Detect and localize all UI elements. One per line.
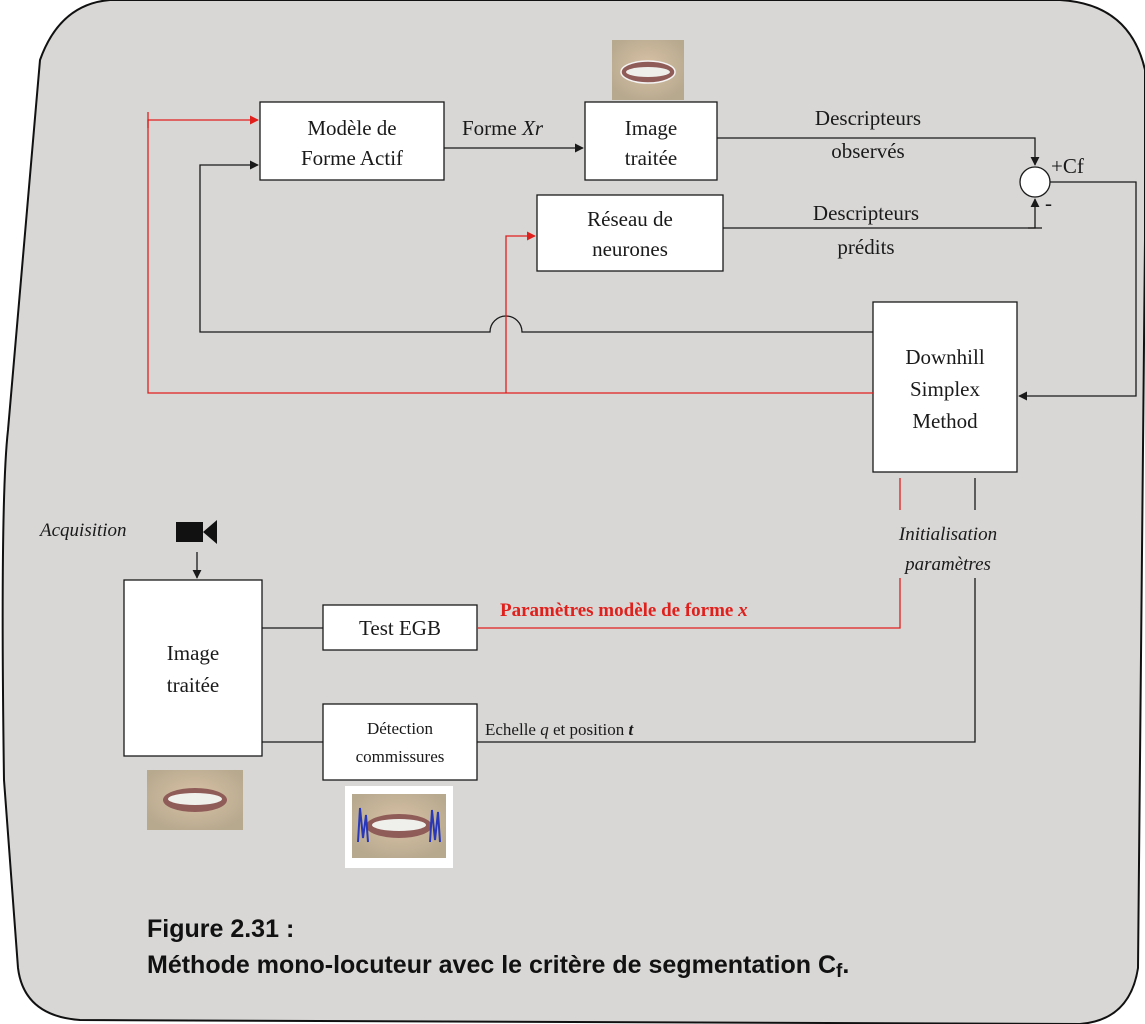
svg-text:Détection: Détection bbox=[367, 719, 434, 738]
svg-text:Réseau de: Réseau de bbox=[587, 207, 673, 231]
svg-text:neurones: neurones bbox=[592, 237, 668, 261]
label-descripteurs-observes: Descripteurs bbox=[815, 106, 921, 130]
svg-text:Image: Image bbox=[625, 116, 677, 140]
arrow-descripteurs-observes bbox=[717, 137, 1040, 166]
svg-text:Test EGB: Test EGB bbox=[359, 616, 441, 640]
label-echelle-position: Echelle q et position t bbox=[485, 720, 635, 739]
arrow-red-to-modele bbox=[147, 115, 873, 394]
mouth-photo-icon bbox=[147, 770, 243, 830]
svg-text:Image: Image bbox=[167, 641, 219, 665]
label-minus: - bbox=[1045, 191, 1052, 215]
label-descripteurs-predits: Descripteurs bbox=[813, 201, 919, 225]
figure-caption-text: Méthode mono-locuteur avec le critère de… bbox=[147, 951, 849, 982]
label-plus-cf: +Cf bbox=[1051, 154, 1084, 178]
svg-text:Downhill: Downhill bbox=[905, 345, 985, 369]
box-image-traitee-top: Image traitée bbox=[584, 101, 718, 181]
red-wire-parametres bbox=[477, 578, 901, 629]
figure-caption-title: Figure 2.31 : bbox=[147, 915, 294, 943]
svg-text:traitée: traitée bbox=[167, 673, 219, 697]
label-forme-xr: Forme Xr bbox=[462, 116, 544, 140]
svg-text:traitée: traitée bbox=[625, 146, 677, 170]
box-detection-commissures: Détection commissures bbox=[322, 703, 478, 781]
label-acquisition: Acquisition bbox=[38, 520, 127, 541]
mouth-photo-icon bbox=[612, 40, 684, 100]
svg-text:Simplex: Simplex bbox=[910, 377, 981, 401]
box-downhill-simplex: Downhill Simplex Method bbox=[872, 301, 1018, 473]
label-parametres: paramètres bbox=[903, 554, 991, 575]
label-initialisation: Initialisation bbox=[898, 524, 997, 545]
arrow-cf-to-downhill bbox=[1018, 181, 1137, 401]
box-reseau-neurones: Réseau de neurones bbox=[536, 194, 724, 272]
box-test-egb: Test EGB bbox=[322, 604, 478, 651]
svg-text:Modèle de: Modèle de bbox=[307, 116, 396, 140]
box-image-traitee-left: Image traitée bbox=[123, 579, 263, 757]
camera-icon bbox=[176, 520, 217, 544]
mouth-detection-photo-icon bbox=[345, 786, 453, 868]
label-parametres-modele-forme: Paramètres modèle de forme x bbox=[500, 600, 748, 621]
wire-echelle-position bbox=[477, 578, 976, 743]
label-descripteurs-observes-2: observés bbox=[831, 139, 904, 163]
svg-text:Method: Method bbox=[912, 409, 978, 433]
box-modele-forme-actif: Modèle de Forme Actif bbox=[259, 101, 445, 181]
svg-text:commissures: commissures bbox=[356, 747, 445, 766]
arrow-feedback-to-modele bbox=[199, 160, 873, 333]
arrow-red-to-reseau bbox=[505, 231, 536, 393]
svg-text:Forme Actif: Forme Actif bbox=[301, 146, 403, 170]
label-descripteurs-predits-2: prédits bbox=[837, 235, 894, 259]
